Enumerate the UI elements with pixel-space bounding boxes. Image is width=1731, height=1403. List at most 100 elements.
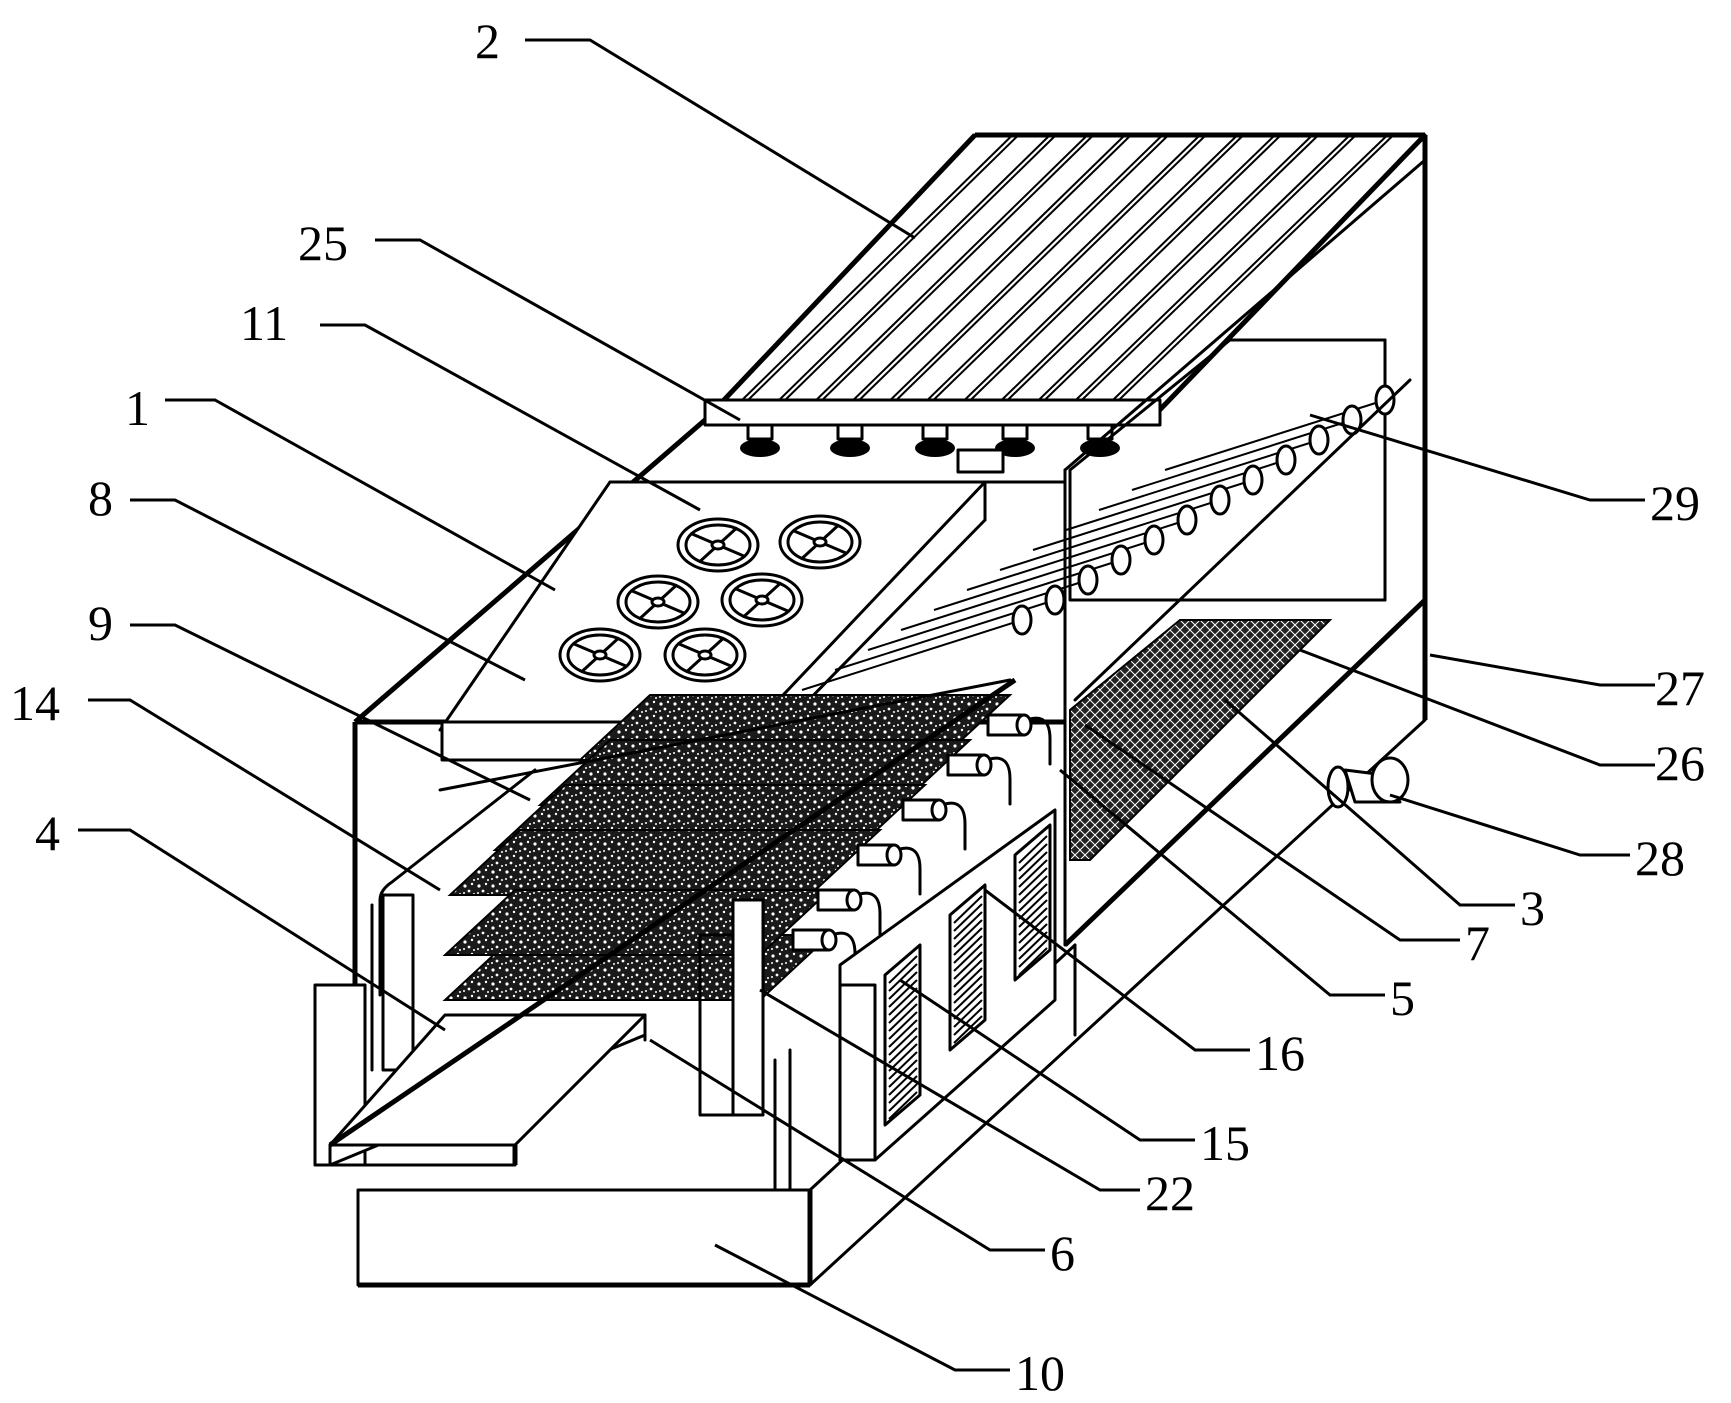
part-number: 14: [10, 675, 60, 731]
leader-line: [1059, 768, 1385, 997]
roller-end: [1275, 444, 1297, 476]
panel-stripe: [778, 134, 1051, 401]
part-number: 22: [1145, 1165, 1195, 1221]
roller-end: [1110, 544, 1132, 576]
roller-end: [1242, 464, 1264, 496]
leader-line: [1389, 793, 1630, 857]
panel-stripe: [963, 134, 1239, 401]
leader-line: [899, 978, 1195, 1142]
part-number: 8: [88, 470, 113, 526]
part-number: 25: [298, 215, 348, 271]
leader-line: [649, 1038, 1045, 1252]
roller-end: [1044, 584, 1066, 616]
fan-icon: [720, 572, 804, 628]
part-label-28: 28: [1389, 793, 1685, 886]
leader-line: [130, 498, 526, 682]
panel-stripe: [784, 134, 1057, 401]
part-label-29: 29: [1309, 413, 1700, 531]
vent-grille: [948, 883, 987, 1052]
leader-line: [714, 1243, 1010, 1372]
panel-stripe: [747, 134, 1020, 401]
fan-icon: [558, 627, 642, 683]
leader-line: [1429, 653, 1655, 687]
part-label-25: 25: [298, 215, 741, 422]
part-number: 1: [125, 380, 150, 436]
part-number: 6: [1050, 1225, 1075, 1281]
roller-end: [1209, 484, 1231, 516]
roller-bar: [801, 619, 1023, 691]
part-label-1: 1: [125, 380, 556, 592]
mesh-panel: [1069, 619, 1333, 861]
panel-stripe: [852, 134, 1126, 401]
leader-line: [759, 988, 1140, 1192]
vent-housing: [838, 808, 1057, 1162]
part-label-5: 5: [1059, 768, 1415, 1026]
leader-line: [1309, 413, 1645, 502]
valve-icon: [791, 928, 857, 981]
pull-out-tray: [328, 677, 1017, 1167]
part-label-10: 10: [714, 1243, 1065, 1401]
outlet-pipe: [1326, 756, 1410, 809]
valve-icon: [856, 843, 922, 896]
leader-line: [375, 238, 741, 422]
part-label-4: 4: [35, 805, 446, 1032]
pipe: [378, 768, 537, 997]
valve-icon: [816, 888, 882, 941]
chain-rail: [1073, 378, 1412, 702]
roller-end: [1011, 604, 1033, 636]
leader-line: [78, 828, 446, 1032]
fan-icon: [663, 627, 747, 683]
pump-block: [956, 448, 1005, 474]
leader-line: [984, 888, 1250, 1052]
fan-icon: [778, 514, 862, 570]
leader-line: [1084, 723, 1460, 942]
panel-stripe: [1081, 134, 1357, 401]
part-number: 4: [35, 805, 60, 861]
roller-end: [1176, 504, 1198, 536]
cooling-fans: [558, 514, 862, 683]
part-label-16: 16: [984, 888, 1305, 1081]
panel-stripe: [1112, 134, 1389, 401]
part-number: 9: [88, 595, 113, 651]
part-number: 26: [1655, 735, 1705, 791]
part-number: 16: [1255, 1025, 1305, 1081]
part-label-26: 26: [1299, 648, 1705, 791]
panel-stripe: [1118, 134, 1395, 401]
leader-line: [525, 38, 916, 240]
part-number: 29: [1650, 475, 1700, 531]
panel-stripe: [1006, 134, 1282, 401]
panel-stripe: [932, 134, 1207, 401]
panel-stripe: [1000, 134, 1276, 401]
part-label-14: 14: [10, 675, 441, 892]
panel-stripe: [821, 134, 1095, 401]
leader-line: [165, 398, 556, 592]
vent-grille: [1013, 823, 1052, 982]
part-number: 5: [1390, 970, 1415, 1026]
panel-stripe: [858, 134, 1132, 401]
solar-panel: [703, 132, 1427, 427]
nozzle-icon: [740, 423, 780, 457]
part-number: 27: [1655, 660, 1705, 716]
panel-stripe: [969, 134, 1245, 401]
part-number: 28: [1635, 830, 1685, 886]
roller-chain: [801, 378, 1412, 702]
part-label-22: 22: [759, 988, 1195, 1221]
leader-line: [1299, 648, 1655, 767]
leader-line: [320, 323, 701, 512]
part-label-6: 6: [649, 1038, 1075, 1281]
valve-icon: [901, 798, 967, 851]
roller-end: [1143, 524, 1165, 556]
part-label-9: 9: [88, 595, 531, 802]
valve-icon: [946, 753, 1012, 806]
nozzle-icon: [995, 423, 1035, 457]
part-number: 7: [1465, 915, 1490, 971]
roller-end: [1308, 424, 1330, 456]
panel-stripe: [741, 134, 1014, 401]
part-label-2: 2: [475, 13, 916, 240]
main-housing: [352, 135, 1428, 1288]
nozzle-icon: [915, 423, 955, 457]
part-number: 10: [1015, 1345, 1065, 1401]
panel-stripe: [889, 134, 1164, 401]
